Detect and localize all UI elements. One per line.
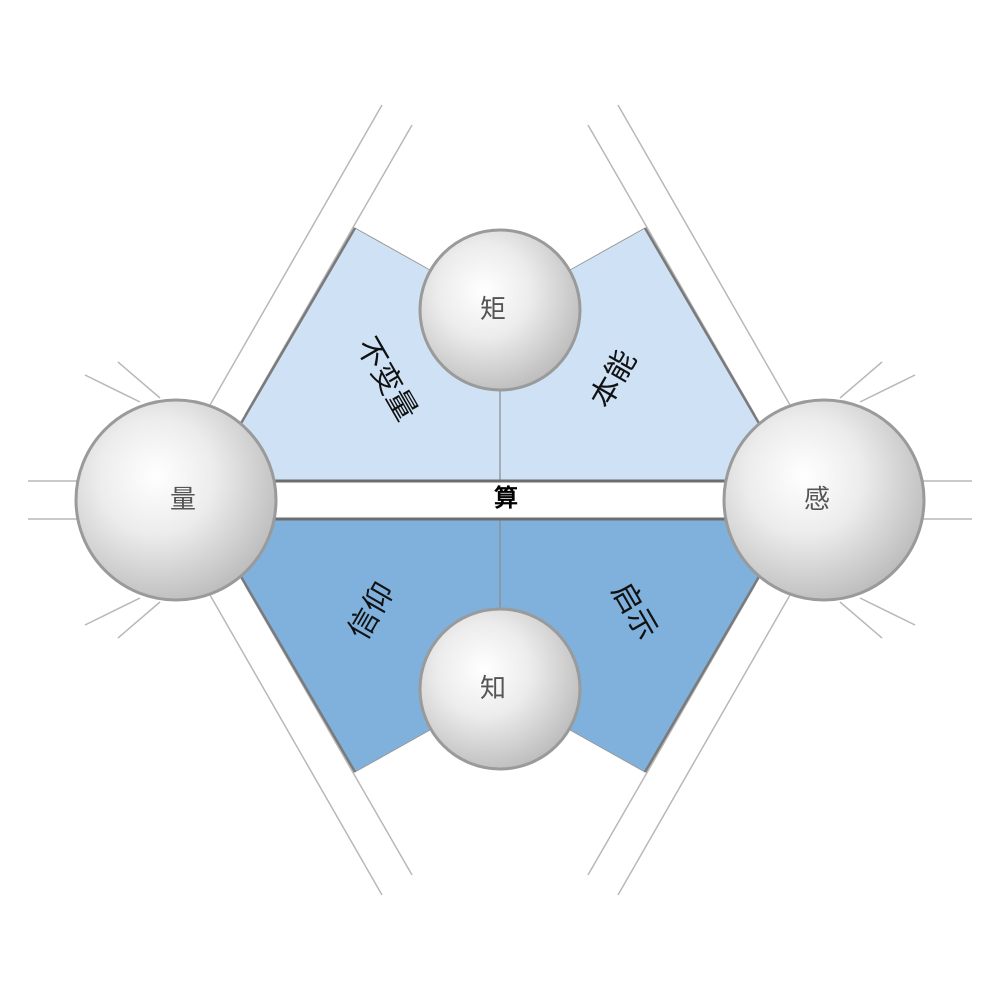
node-left-label: 量 xyxy=(170,485,196,515)
node-right-label: 感 xyxy=(804,485,830,515)
node-top: 矩 xyxy=(418,228,582,392)
node-top-sphere xyxy=(418,228,582,392)
hexagon-outline xyxy=(238,227,762,773)
center-label: 算 xyxy=(494,484,518,512)
node-right: 感 xyxy=(722,398,926,602)
node-bottom-sphere xyxy=(418,607,582,771)
node-top-label: 矩 xyxy=(480,295,506,325)
center-band xyxy=(262,481,738,519)
node-bottom-label: 知 xyxy=(480,674,506,704)
node-left-sphere xyxy=(74,398,278,602)
node-left: 量 xyxy=(74,398,278,602)
node-bottom: 知 xyxy=(418,607,582,771)
node-right-sphere xyxy=(722,398,926,602)
